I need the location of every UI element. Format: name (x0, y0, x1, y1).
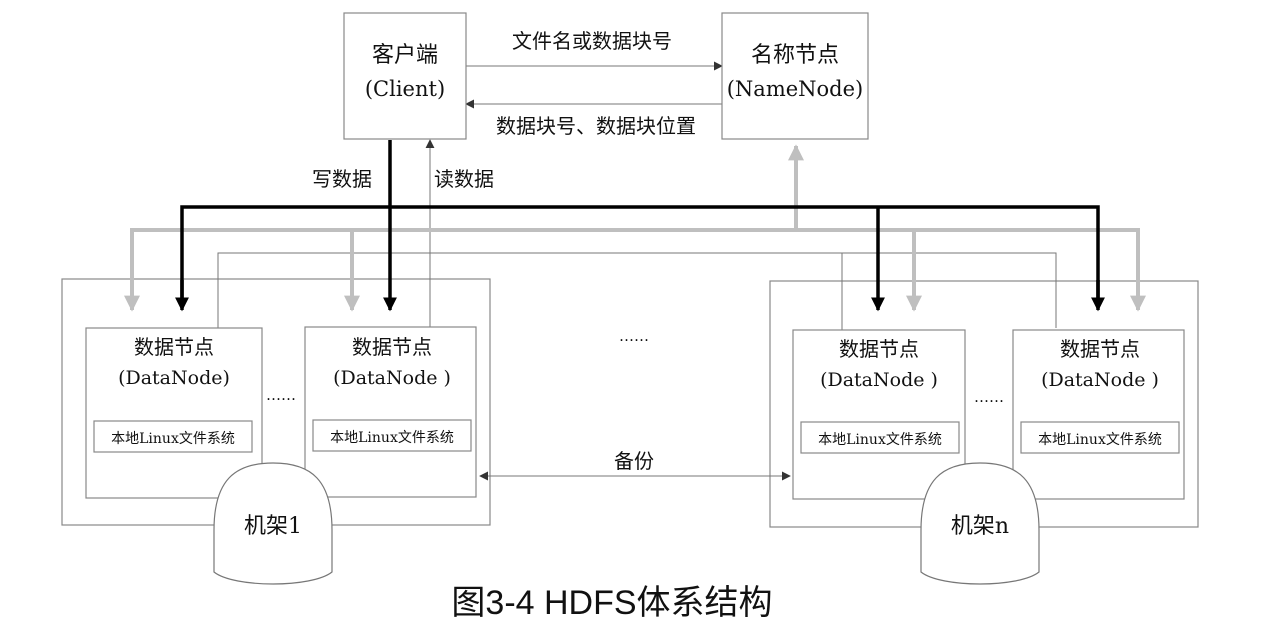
rackn-label: 机架n (951, 514, 1009, 539)
local-fs-label: 本地Linux文件系统 (330, 430, 454, 446)
datanode-title: 数据节点 (839, 337, 919, 361)
local-fs-label: 本地Linux文件系统 (818, 432, 942, 448)
rackn-label-shape: 机架n (920, 462, 1040, 585)
datanode-subtitle: (DataNode ) (1041, 369, 1159, 391)
gray-bus-line (130, 228, 1140, 306)
client-subtitle: (Client) (365, 77, 445, 101)
local-fs-label: 本地Linux文件系统 (1038, 432, 1162, 448)
filename-request-label: 文件名或数据块号 (512, 29, 672, 53)
write-bus-line (180, 205, 1100, 306)
datanode-subtitle: (DataNode ) (820, 369, 938, 391)
local-fs-label: 本地Linux文件系统 (111, 431, 235, 447)
datanode-1: 数据节点 (DataNode) 本地Linux文件系统 (85, 327, 263, 499)
datanode-title: 数据节点 (1060, 337, 1140, 361)
backup-label: 备份 (614, 449, 654, 473)
datanode-4: 数据节点 (DataNode ) 本地Linux文件系统 (1012, 329, 1185, 500)
datanode-2: 数据节点 (DataNode ) 本地Linux文件系统 (304, 326, 477, 498)
datanode-link-line (217, 252, 1057, 328)
client-title: 客户端 (372, 43, 438, 68)
ellipsis-rackn: …… (974, 388, 1004, 406)
read-data-label: 读数据 (434, 167, 494, 191)
figure-caption: 图3-4 HDFS体系结构 (451, 584, 772, 622)
datanode-subtitle: (DataNode) (118, 367, 230, 389)
rack1-label: 机架1 (244, 514, 302, 539)
ellipsis-between-racks: …… (619, 327, 649, 345)
block-location-response-label: 数据块号、数据块位置 (496, 114, 696, 138)
datanode-title: 数据节点 (134, 335, 214, 359)
datanode-title: 数据节点 (352, 335, 432, 359)
datanode-subtitle: (DataNode ) (333, 367, 451, 389)
write-data-label: 写数据 (312, 167, 372, 191)
rack1-label-shape: 机架1 (213, 462, 333, 585)
namenode-title: 名称节点 (751, 43, 839, 68)
datanode-3: 数据节点 (DataNode ) 本地Linux文件系统 (792, 329, 966, 500)
namenode-subtitle: (NameNode) (727, 77, 864, 101)
ellipsis-rack1: …… (266, 386, 296, 404)
client-node: 客户端 (Client) (343, 12, 467, 140)
namenode-node: 名称节点 (NameNode) (721, 12, 869, 140)
